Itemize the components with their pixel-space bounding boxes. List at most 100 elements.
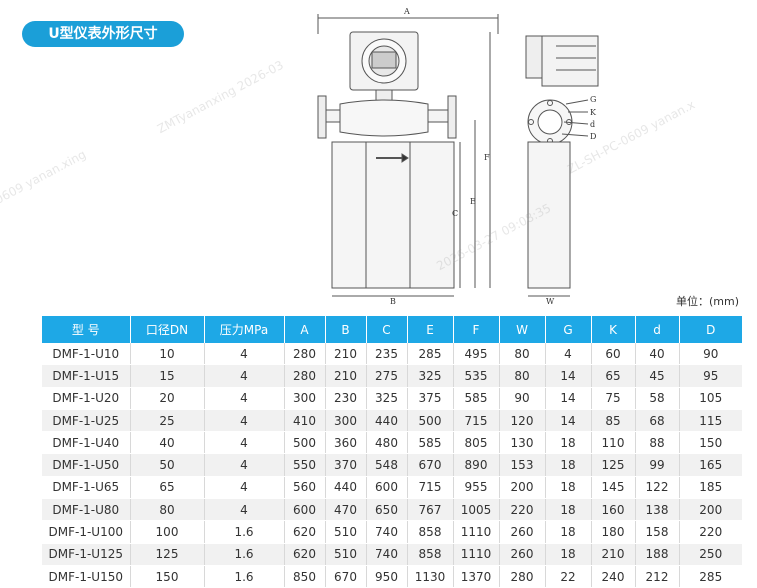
table-cell: 535 (453, 364, 500, 388)
table-cell: 670 (407, 453, 454, 477)
column-header: K (591, 316, 636, 343)
table-cell: 300 (284, 387, 326, 410)
table-cell: 80 (130, 498, 205, 522)
table-cell: 18 (545, 543, 592, 566)
table-cell: 440 (325, 476, 367, 500)
column-header: B (325, 316, 367, 343)
table-cell: 1005 (453, 498, 500, 522)
table-cell: 120 (499, 409, 546, 433)
table-cell: 99 (635, 453, 680, 477)
table-cell: 65 (591, 364, 636, 388)
table-cell: 160 (591, 498, 636, 522)
table-cell: 240 (591, 565, 636, 588)
table-cell: 360 (325, 431, 367, 455)
table-cell: 280 (284, 343, 326, 366)
table-cell: 14 (545, 364, 592, 388)
watermark: ZMTyananxing 2026-03 (154, 57, 286, 137)
table-cell: 4 (204, 498, 285, 522)
table-cell: 10 (130, 343, 205, 366)
table-cell: 4 (204, 453, 285, 477)
table-cell: 14 (545, 409, 592, 433)
table-cell: DMF-1-U40 (42, 431, 131, 455)
table-cell: 600 (284, 498, 326, 522)
table-cell: 550 (284, 453, 326, 477)
table-cell: 1.6 (204, 543, 285, 566)
table-cell: DMF-1-U125 (42, 543, 131, 566)
table-cell: 767 (407, 498, 454, 522)
table-cell: 1110 (453, 520, 500, 544)
table-cell: 50 (130, 453, 205, 477)
table-cell: 670 (325, 565, 367, 588)
table-cell: 138 (635, 498, 680, 522)
table-cell: 188 (635, 543, 680, 566)
table-cell: 850 (284, 565, 326, 588)
table-cell: 300 (325, 409, 367, 433)
table-cell: 470 (325, 498, 367, 522)
table-cell: 165 (679, 453, 742, 477)
table-cell: 500 (407, 409, 454, 433)
table-cell: 95 (679, 364, 742, 388)
table-cell: 60 (591, 343, 636, 366)
table-cell: 85 (591, 409, 636, 433)
dim-label-k: K (590, 108, 597, 117)
table-cell: 105 (679, 387, 742, 410)
table-cell: 90 (499, 387, 546, 410)
dim-label-c: C (452, 209, 458, 218)
table-cell: 212 (635, 565, 680, 588)
table-cell: 18 (545, 431, 592, 455)
table-cell: 370 (325, 453, 367, 477)
table-cell: DMF-1-U10 (42, 343, 131, 366)
table-cell: 210 (325, 364, 367, 388)
dim-label-f: F (484, 153, 490, 162)
table-cell: 1130 (407, 565, 454, 588)
table-cell: 285 (679, 565, 742, 588)
dimension-drawing: A B C E F W G K d D (317, 7, 599, 306)
dim-label-d-small: d (590, 120, 595, 129)
table-cell: 4 (204, 476, 285, 500)
watermark: 0609 yanan.xing (0, 147, 89, 207)
table-cell: 890 (453, 453, 500, 477)
table-cell: 22 (545, 565, 592, 588)
table-cell: 150 (130, 565, 205, 588)
table-cell: 220 (679, 520, 742, 544)
table-cell: 620 (284, 520, 326, 544)
table-cell: 235 (366, 343, 408, 366)
table-cell: DMF-1-U50 (42, 453, 131, 477)
table-cell: 200 (679, 498, 742, 522)
table-cell: 130 (499, 431, 546, 455)
table-cell: 4 (204, 364, 285, 388)
dim-label-g: G (590, 95, 596, 104)
dim-label-e: E (470, 197, 476, 206)
table-cell: 110 (591, 431, 636, 455)
table-cell: 325 (366, 387, 408, 410)
table-cell: 4 (204, 409, 285, 433)
table-cell: 260 (499, 520, 546, 544)
table-cell: 185 (679, 476, 742, 500)
table-cell: 480 (366, 431, 408, 455)
table-cell: 80 (499, 343, 546, 366)
table-cell: 88 (635, 431, 680, 455)
table-cell: 410 (284, 409, 326, 433)
table-cell: 75 (591, 387, 636, 410)
table-cell: DMF-1-U65 (42, 476, 131, 500)
table-cell: DMF-1-U20 (42, 387, 131, 410)
table-cell: DMF-1-U150 (42, 565, 131, 588)
table-cell: 20 (130, 387, 205, 410)
table-cell: 858 (407, 543, 454, 566)
table-cell: 285 (407, 343, 454, 366)
table-cell: 715 (453, 409, 500, 433)
column-header: C (366, 316, 408, 343)
column-header: 压力MPa (204, 316, 285, 343)
table-cell: 1.6 (204, 520, 285, 544)
table-cell: 180 (591, 520, 636, 544)
table-cell: 275 (366, 364, 408, 388)
column-header: d (635, 316, 680, 343)
